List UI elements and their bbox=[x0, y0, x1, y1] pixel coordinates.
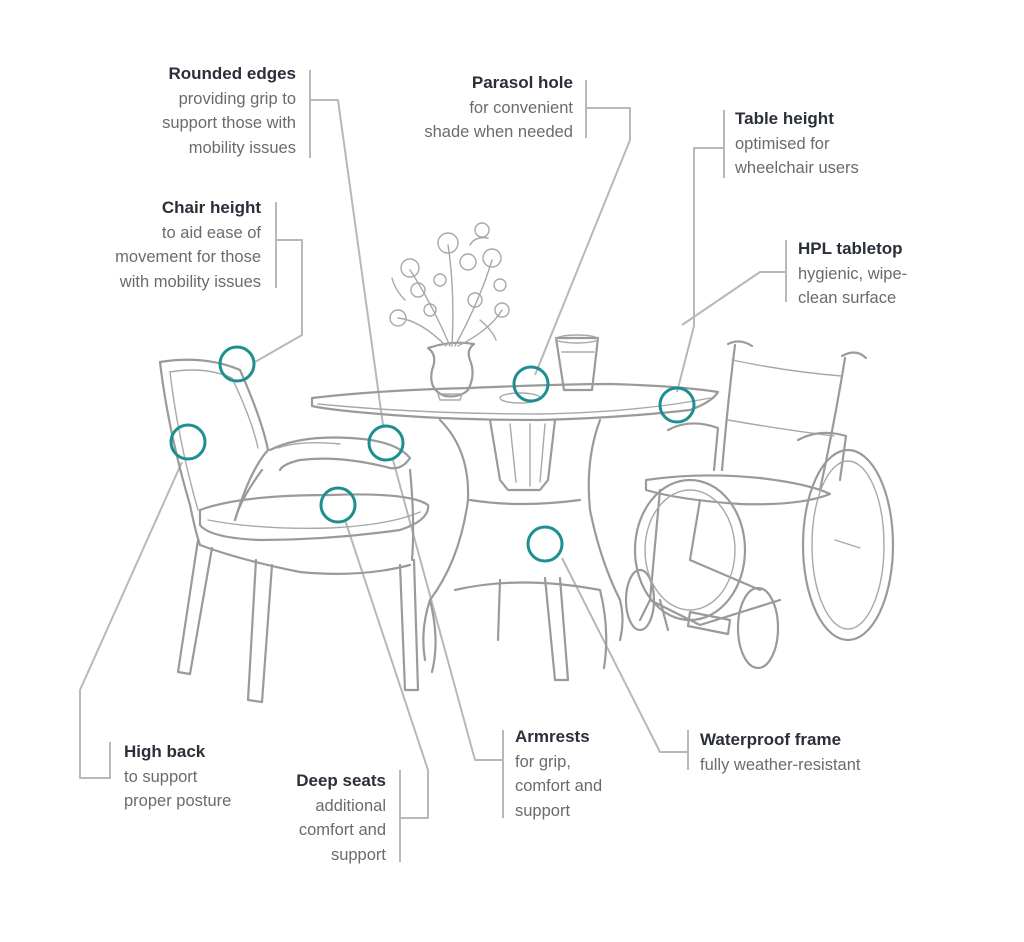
callout-description: optimised for wheelchair users bbox=[735, 134, 859, 178]
leader-waterproof-frame-path bbox=[561, 557, 688, 753]
leader-table-height-path bbox=[676, 147, 724, 393]
callout-title: Rounded edges bbox=[168, 64, 296, 83]
leader-deep-seats-path bbox=[344, 519, 429, 819]
leader-parasol-hole-path bbox=[534, 107, 631, 376]
callout-description: to aid ease of movement for those with m… bbox=[115, 223, 261, 291]
leader-hpl-tabletop-path bbox=[681, 271, 786, 326]
callout-description: for convenient shade when needed bbox=[424, 98, 573, 142]
marker-table-height bbox=[658, 386, 696, 424]
leader-rounded-edges-path bbox=[310, 99, 384, 426]
callout-description: fully weather-resistant bbox=[700, 755, 861, 774]
callout-title: Parasol hole bbox=[471, 73, 573, 92]
callout-parasol-hole: Parasol hole for convenient shade when n… bbox=[424, 71, 573, 145]
callout-waterproof-frame: Waterproof frame fully weather-resistant bbox=[700, 728, 860, 777]
table-drawing bbox=[310, 334, 720, 682]
callout-title: Waterproof frame bbox=[700, 730, 842, 749]
leader-high-back bbox=[79, 461, 183, 779]
leader-lines bbox=[79, 70, 787, 862]
marker-waterproof-frame bbox=[526, 525, 564, 563]
leader-armrests-path bbox=[392, 459, 503, 761]
callout-high-back: High back to support proper posture bbox=[124, 740, 231, 814]
callout-description: additional comfort and support bbox=[298, 796, 386, 864]
leader-chair-height-path bbox=[254, 239, 303, 363]
marker-chair-height bbox=[218, 345, 256, 383]
wheelchair-drawing bbox=[624, 340, 895, 670]
marker-deep-seats bbox=[319, 486, 357, 524]
callout-title: Chair height bbox=[161, 198, 261, 217]
callout-description: providing grip to support those with mob… bbox=[162, 89, 296, 157]
callout-title: Table height bbox=[735, 109, 834, 128]
flower-arrangement bbox=[389, 222, 510, 347]
callout-title: HPL tabletop bbox=[798, 239, 903, 258]
callout-chair-height: Chair height to aid ease of movement for… bbox=[115, 196, 261, 294]
marker-rounded-edges bbox=[367, 424, 405, 462]
callout-markers bbox=[169, 345, 696, 563]
callout-table-height: Table height optimised for wheelchair us… bbox=[735, 107, 859, 181]
callout-description: hygienic, wipe- clean surface bbox=[798, 264, 908, 308]
callout-rounded-edges: Rounded edges providing grip to support … bbox=[162, 62, 296, 160]
callout-title: High back bbox=[124, 742, 206, 761]
callout-armrests: Armrests for grip, comfort and support bbox=[515, 725, 602, 823]
marker-high-back bbox=[169, 423, 207, 461]
callout-deep-seats: Deep seats additional comfort and suppor… bbox=[296, 769, 386, 867]
marker-parasol-hole bbox=[512, 365, 550, 403]
callout-title: Armrests bbox=[515, 727, 590, 746]
callout-title: Deep seats bbox=[296, 771, 386, 790]
callout-description: to support proper posture bbox=[124, 767, 232, 811]
chair-drawing bbox=[158, 358, 430, 704]
callout-description: for grip, comfort and support bbox=[515, 752, 603, 820]
callout-hpl-tabletop: HPL tabletop hygienic, wipe- clean surfa… bbox=[798, 237, 907, 311]
